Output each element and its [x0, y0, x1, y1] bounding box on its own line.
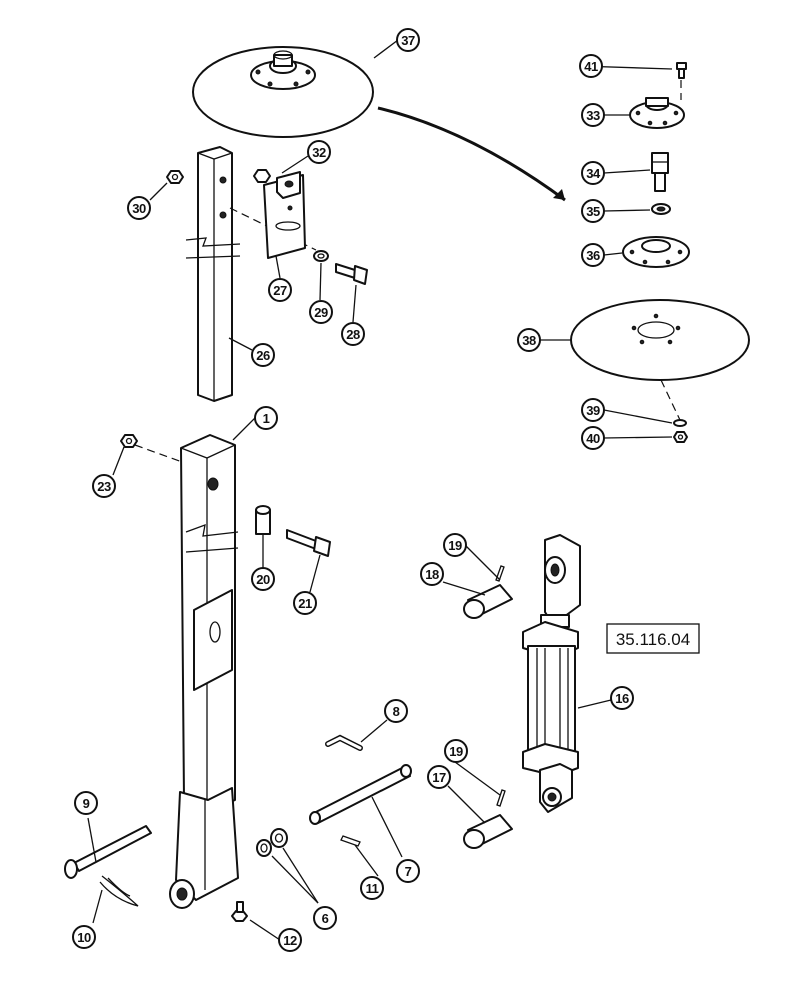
nut-32: [253, 169, 271, 183]
cotter-pin-19-lower: [496, 789, 506, 807]
hairpin-11: [99, 875, 139, 907]
hub-plate-37: [622, 236, 690, 268]
svg-text:33: 33: [586, 108, 600, 123]
pin-17: [463, 814, 513, 849]
tube-1: [169, 434, 239, 909]
callout-19-lower: 19: [444, 739, 468, 763]
callout-18: 18: [420, 562, 444, 586]
callout-6: 12: [278, 928, 302, 952]
transfer-arrow: [377, 106, 566, 202]
nut-23: [120, 434, 138, 448]
callout-11: 10: [72, 925, 96, 949]
bolt-21: [286, 529, 331, 557]
callout-9: 8: [384, 699, 408, 723]
hydraulic-cylinder-16: [522, 534, 581, 813]
screw-6: [231, 901, 248, 922]
svg-text:30: 30: [132, 201, 146, 216]
svg-text:35: 35: [586, 204, 600, 219]
callout-1: 1: [254, 406, 278, 430]
callout-8: 7: [396, 859, 420, 883]
svg-text:12: 12: [283, 933, 297, 948]
callout-10: 9: [74, 791, 98, 815]
svg-text:27: 27: [273, 283, 287, 298]
callout-41: 40: [581, 426, 605, 450]
svg-text:19: 19: [448, 538, 462, 553]
svg-text:7: 7: [405, 864, 412, 879]
callout-7: 6: [313, 906, 337, 930]
pin-18: [463, 584, 513, 619]
svg-text:36: 36: [586, 248, 600, 263]
svg-text:11: 11: [366, 881, 379, 896]
reference-number: 35.116.04: [616, 630, 690, 649]
svg-text:29: 29: [314, 305, 328, 320]
svg-text:8: 8: [393, 704, 400, 719]
bolt-39: [676, 62, 687, 79]
svg-text:10: 10: [77, 930, 91, 945]
nut-41: [673, 431, 688, 443]
bearing-36: [651, 203, 671, 215]
leader-lines: [87, 39, 673, 941]
nut-30: [166, 170, 184, 184]
svg-text:21: 21: [298, 596, 312, 611]
svg-text:41: 41: [584, 59, 598, 74]
shaft-35: [651, 152, 669, 192]
pin-10: [64, 825, 152, 879]
disc-33: [192, 46, 374, 138]
svg-text:26: 26: [256, 348, 270, 363]
svg-text:19: 19: [449, 744, 463, 759]
callout-30: 30: [127, 196, 151, 220]
svg-text:40: 40: [586, 431, 600, 446]
bracket-27: [263, 171, 306, 259]
cotter-12: [340, 835, 361, 847]
spacer-20: [255, 505, 271, 535]
callout-40: 39: [581, 398, 605, 422]
svg-text:20: 20: [256, 572, 270, 587]
cotter-pin-19-upper: [495, 565, 505, 582]
washer-29: [313, 250, 329, 262]
svg-text:18: 18: [425, 567, 439, 582]
washer-40: [673, 419, 687, 427]
callout-20: 20: [251, 567, 275, 591]
callout-17: 17: [427, 765, 451, 789]
callout-29: 29: [309, 300, 333, 324]
callout-19-upper: 19: [443, 533, 467, 557]
bent-pin-9: [325, 734, 363, 751]
callout-26: 26: [251, 343, 275, 367]
svg-text:28: 28: [346, 327, 360, 342]
callout-21: 21: [293, 591, 317, 615]
callout-38: 38: [517, 328, 541, 352]
reference-box: 35.116.04: [606, 623, 700, 654]
svg-text:6: 6: [322, 911, 329, 926]
callout-37: 36: [581, 243, 605, 267]
svg-text:23: 23: [97, 479, 111, 494]
callout-27: 27: [268, 278, 292, 302]
callout-35: 34: [581, 161, 605, 185]
callout-39: 41: [579, 54, 603, 78]
callout-12: 11: [360, 876, 384, 900]
svg-text:9: 9: [83, 796, 90, 811]
tube-26: [185, 146, 241, 402]
callout-28: 28: [341, 322, 365, 346]
callout-23: 23: [92, 474, 116, 498]
svg-text:32: 32: [312, 145, 326, 160]
callout-32: 32: [307, 140, 331, 164]
callout-36: 35: [581, 199, 605, 223]
svg-text:34: 34: [586, 166, 601, 181]
callout-16: 16: [610, 686, 634, 710]
callout-33: 37: [396, 28, 420, 52]
svg-text:37: 37: [401, 33, 415, 48]
pin-8: [309, 764, 412, 825]
svg-text:16: 16: [615, 691, 629, 706]
svg-text:39: 39: [586, 403, 600, 418]
disc-38: [570, 299, 750, 381]
svg-text:38: 38: [522, 333, 536, 348]
callout-34: 33: [581, 103, 605, 127]
hub-cap-34: [629, 97, 685, 129]
washers-7: [256, 828, 288, 857]
svg-text:1: 1: [263, 411, 270, 426]
bolt-28: [335, 263, 368, 285]
svg-text:17: 17: [432, 770, 446, 785]
